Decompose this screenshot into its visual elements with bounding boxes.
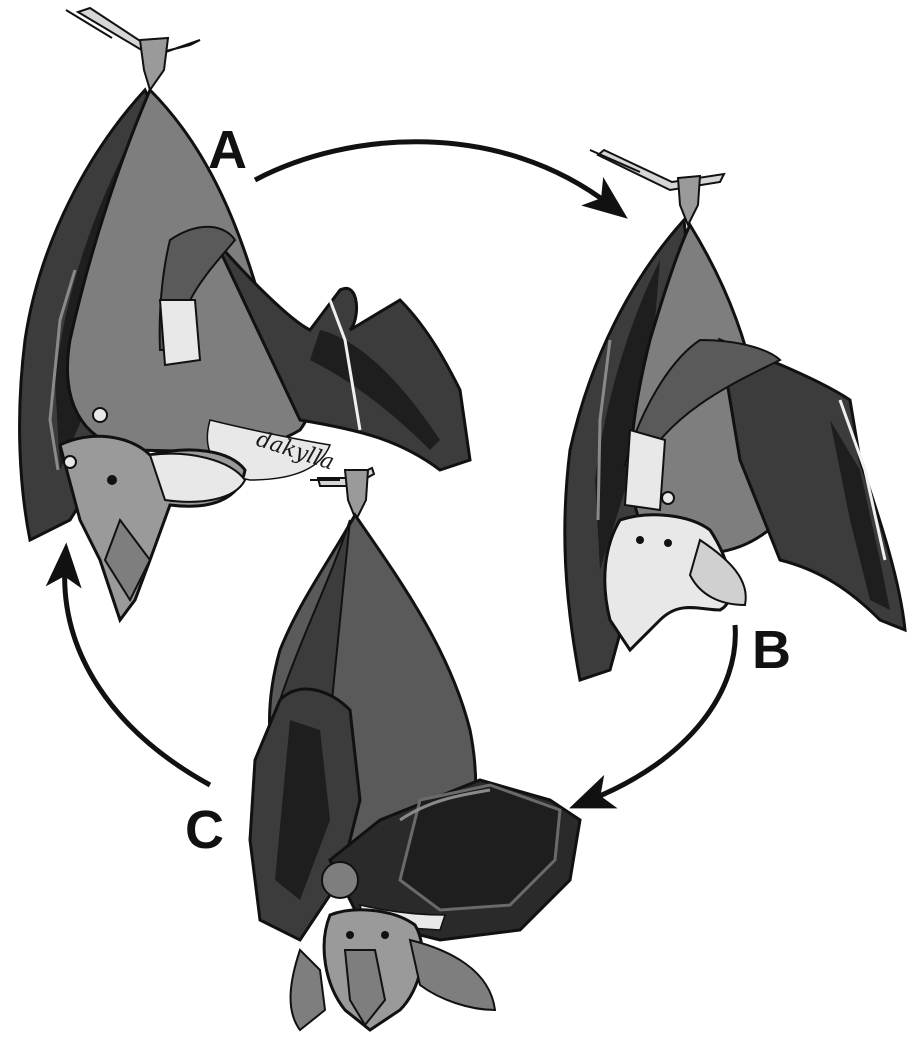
bat-a-illustration: [20, 8, 470, 620]
bat-b-illustration: [565, 150, 905, 680]
label-c: C: [185, 800, 224, 860]
branch-a: [66, 8, 200, 55]
label-b: B: [752, 620, 791, 680]
arrow-a-to-b: [255, 142, 610, 205]
label-a: A: [208, 120, 247, 180]
bat-c-illustration: [250, 468, 580, 1030]
branch-b: [590, 150, 724, 190]
